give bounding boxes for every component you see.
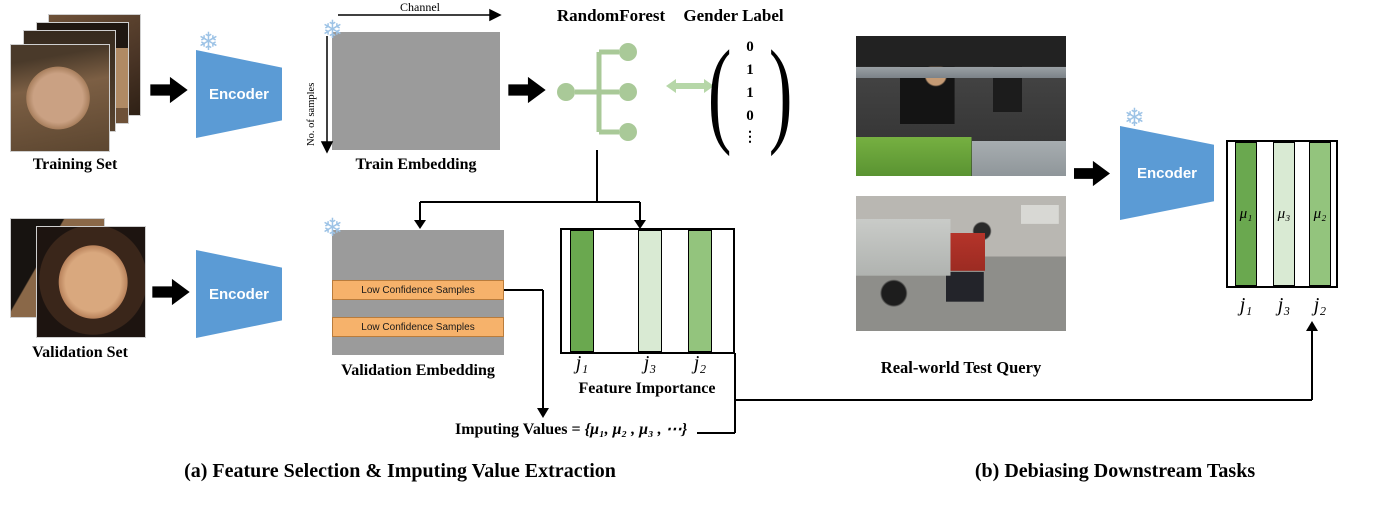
gender-value: 1 bbox=[746, 62, 754, 78]
imputing-values-math: {μ₁, μ₂ , μ₃ , ⋯} bbox=[584, 421, 688, 438]
real-world-query-label: Real-world Test Query bbox=[880, 358, 1042, 377]
validation-embedding-box: Low Confidence Samples Low Confidence Sa… bbox=[332, 230, 504, 355]
channel-axis-label: Channel bbox=[400, 0, 440, 14]
arrow-right-icon bbox=[1074, 160, 1110, 187]
encoder-top: Encoder bbox=[196, 50, 282, 138]
feature-bar-label-j3: j₃ bbox=[643, 352, 657, 374]
imputing-values-prefix: Imputing Values = bbox=[455, 421, 585, 438]
caption-panel-a: (a) Feature Selection & Imputing Value E… bbox=[184, 460, 616, 482]
mu2-label: μ₂ bbox=[1313, 205, 1327, 222]
face-photo bbox=[36, 226, 146, 338]
output-bar-label-j2: j₂ bbox=[1313, 294, 1327, 316]
encoder-label: Encoder bbox=[208, 285, 269, 303]
feature-bar-label-j2: j₂ bbox=[693, 352, 707, 374]
encoder-label: Encoder bbox=[208, 85, 269, 103]
output-bar-label-j1: j₁ bbox=[1239, 294, 1253, 316]
street-photo bbox=[856, 196, 1066, 331]
snowflake-icon: ❄ bbox=[1124, 105, 1145, 132]
snowflake-icon: ❄ bbox=[322, 17, 343, 44]
gender-label-vector: ( 0 1 1 0 ⋮ ) bbox=[700, 26, 800, 158]
mu3-label: μ₃ bbox=[1277, 205, 1291, 222]
train-embedding-box bbox=[332, 32, 500, 150]
samples-axis-label: No. of samples bbox=[306, 82, 317, 146]
output-bar-j2: μ₂ bbox=[1309, 142, 1331, 286]
random-forest-label: RandomForest bbox=[556, 6, 666, 25]
arrow-right-icon bbox=[152, 278, 190, 306]
low-confidence-row: Low Confidence Samples bbox=[332, 317, 504, 337]
validation-set-label: Validation Set bbox=[32, 344, 128, 361]
validation-embedding-label: Validation Embedding bbox=[341, 362, 495, 379]
encoder-b: Encoder bbox=[1120, 126, 1214, 220]
low-confidence-row: Low Confidence Samples bbox=[332, 280, 504, 300]
feature-bar-j3 bbox=[638, 230, 662, 352]
imputing-values-text: Imputing Values = {μ₁, μ₂ , μ₃ , ⋯} bbox=[455, 419, 687, 439]
paren-close: ) bbox=[768, 26, 793, 157]
face-photo bbox=[10, 44, 110, 152]
feature-bar-label-j1: j₁ bbox=[575, 352, 589, 374]
debiased-embedding-box: μ₁ μ₃ μ₂ bbox=[1226, 140, 1338, 288]
gender-values: 0 1 1 0 ⋮ bbox=[739, 38, 760, 146]
gender-value: 0 bbox=[746, 39, 754, 55]
encoder-bottom: Encoder bbox=[196, 250, 282, 338]
arrow-right-icon bbox=[508, 76, 546, 104]
encoder-label: Encoder bbox=[1136, 164, 1197, 182]
gender-value: 1 bbox=[746, 85, 754, 101]
bidirectional-arrow-icon bbox=[666, 79, 714, 93]
output-bar-j1: μ₁ bbox=[1235, 142, 1257, 286]
random-forest-icon bbox=[557, 43, 637, 141]
arrow-right-icon bbox=[150, 76, 188, 104]
mu1-label: μ₁ bbox=[1239, 205, 1253, 222]
training-set-images bbox=[10, 14, 145, 154]
gender-label-title: Gender Label bbox=[683, 6, 784, 25]
feature-importance-label: Feature Importance bbox=[578, 380, 716, 397]
vertical-ellipsis: ⋮ bbox=[743, 130, 757, 145]
validation-set-images bbox=[10, 218, 150, 340]
feature-bar-j2 bbox=[688, 230, 712, 352]
caption-panel-b: (b) Debiasing Downstream Tasks bbox=[974, 460, 1256, 482]
output-bar-j3: μ₃ bbox=[1273, 142, 1295, 286]
train-embedding-label: Train Embedding bbox=[355, 156, 477, 173]
snowflake-icon: ❄ bbox=[198, 29, 219, 56]
gender-value: 0 bbox=[746, 108, 754, 124]
snowflake-icon: ❄ bbox=[322, 215, 343, 242]
paren-open: ( bbox=[707, 26, 732, 157]
kitchen-photo bbox=[856, 36, 1066, 176]
feature-bar-j1 bbox=[570, 230, 594, 352]
output-bar-label-j3: j₃ bbox=[1277, 294, 1291, 316]
feature-importance-box bbox=[560, 228, 735, 354]
training-set-label: Training Set bbox=[32, 156, 118, 173]
